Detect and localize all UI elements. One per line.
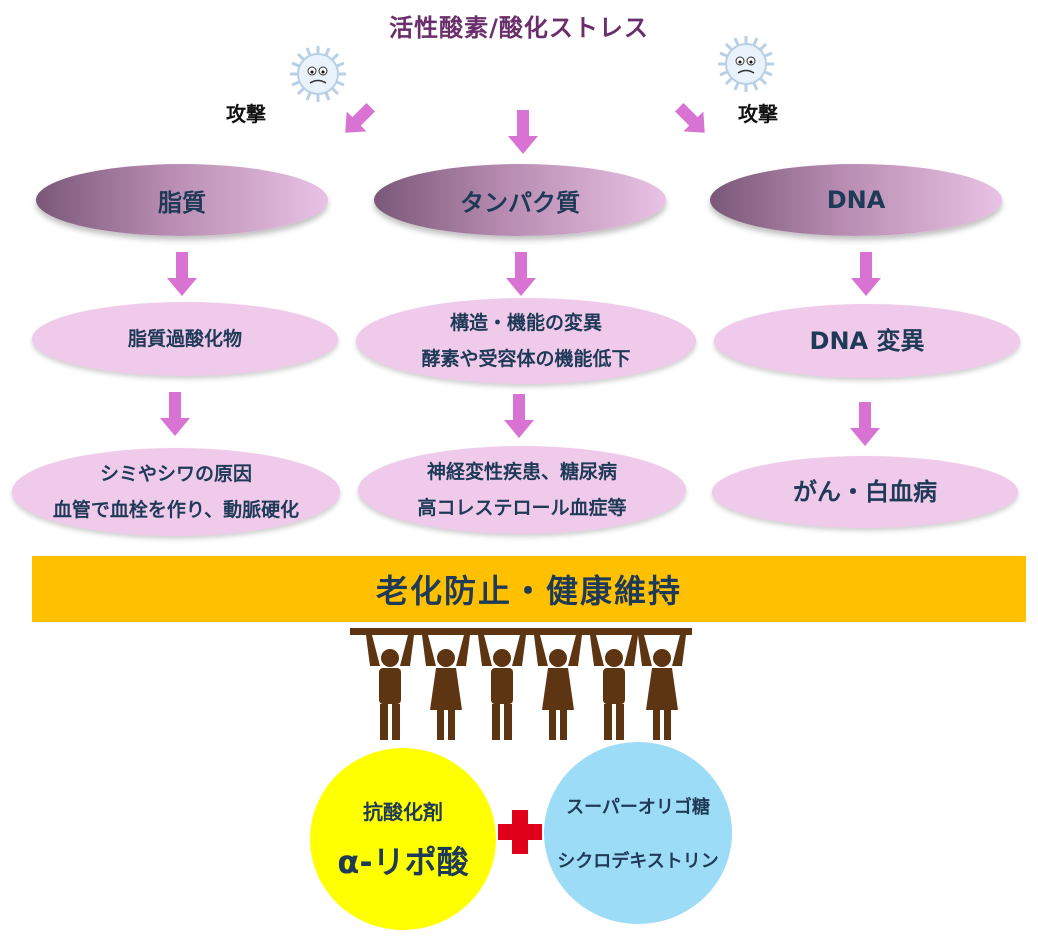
node-lipid-peroxide: 脂質過酸化物 [32,302,338,376]
node-protein: タンパク質 [374,164,666,236]
node-protein-dysfunction: 構造・機能の変異 酵素や受容体の機能低下 [356,298,696,384]
anti-aging-banner-label: 老化防止・健康維持 [375,572,682,610]
node-protein-label: タンパク質 [460,188,580,217]
diagram-title: 活性酸素/酸化ストレス [389,14,649,42]
arrow-down-col2-a [506,252,536,296]
node-lipid-effects-line2: 血管で血栓を作り、動脈硬化 [52,499,300,521]
attack-label-right: 攻撃 [738,102,778,126]
arrow-down-col2-b [504,394,534,438]
node-protein-dysfunction-line2: 酵素や受容体の機能低下 [421,348,631,370]
arrow-diagonal-right [675,103,705,133]
sugar-circle: スーパーオリゴ糖 シクロデキストリン [544,742,732,924]
node-lipid: 脂質 [36,164,328,236]
arrow-diagonal-left [345,103,375,133]
super-oligosaccharide-label: スーパーオリゴ糖 [566,797,710,818]
virus-icon-right [718,36,774,92]
plus-icon [498,810,542,854]
node-cancer: がん・白血病 [712,456,1018,528]
cyclodextrin-label: シクロデキストリン [557,851,719,872]
attack-label-left: 攻撃 [226,102,266,126]
arrow-down-col3-a [851,252,881,296]
node-lipid-effects: シミやシワの原因 血管で血栓を作り、動脈硬化 [12,448,340,536]
node-dna: DNA [710,164,1002,236]
node-lipid-peroxide-label: 脂質過酸化物 [127,328,242,350]
arrow-down-col1-a [167,252,197,296]
arrow-down-center-top [508,110,538,154]
antioxidant-circle: 抗酸化剤 α-リポ酸 [310,748,496,930]
node-dna-label: DNA [826,186,886,214]
node-protein-diseases-line1: 神経変性疾患、糖尿病 [426,461,617,483]
node-lipid-label: 脂質 [158,188,206,217]
antioxidant-label: 抗酸化剤 [363,799,443,824]
node-lipid-effects-line1: シミやシワの原因 [99,463,252,485]
anti-aging-banner: 老化防止・健康維持 [32,556,1026,622]
node-protein-diseases-line2: 高コレステロール血症等 [417,497,627,519]
node-cancer-label: がん・白血病 [793,478,937,506]
people-figures-icon [350,628,692,740]
arrow-down-col3-b [850,402,880,446]
arrow-down-col1-b [160,392,190,436]
node-protein-diseases: 神経変性疾患、糖尿病 高コレステロール血症等 [358,446,686,534]
alpha-lipoic-acid-label: α-リポ酸 [337,842,469,881]
node-protein-dysfunction-line1: 構造・機能の変異 [449,312,602,334]
node-dna-mutation-label: DNA 変異 [809,327,925,355]
virus-icon-left [290,46,346,102]
node-dna-mutation: DNA 変異 [714,304,1020,378]
